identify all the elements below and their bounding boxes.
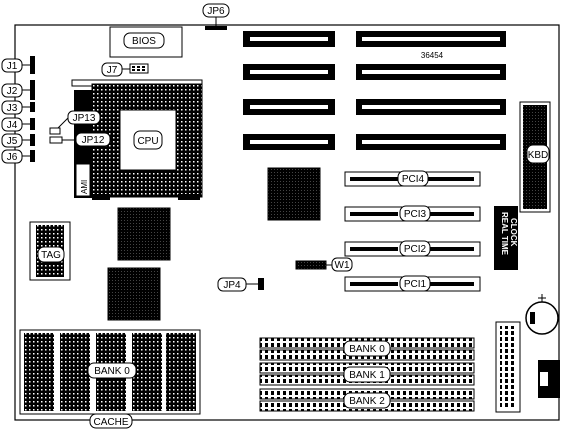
pci1-label: PCI1 [404, 279, 427, 290]
j6-label: J6 [7, 152, 18, 163]
chipset-chip-2 [117, 207, 171, 261]
bank1-label: BANK 1 [349, 370, 385, 381]
w1-jumper: W1 [295, 257, 353, 272]
tag-label: TAG [41, 250, 61, 261]
bank1-simm: BANK 1 [259, 362, 475, 386]
j1-connector: J1 [1, 56, 35, 74]
pci-slots: PCI4 PCI3 PCI2 PCI1 [344, 170, 481, 292]
pci2-label: PCI2 [404, 244, 427, 255]
pci1-slot: PCI1 [344, 275, 481, 292]
bank0-simm: BANK 0 [259, 337, 475, 361]
chipset-chip-3 [107, 267, 161, 321]
j7-label: J7 [107, 65, 118, 76]
w1-label: W1 [335, 260, 350, 271]
j1-label: J1 [7, 61, 18, 72]
isa-slots: 36454 [243, 31, 506, 150]
pci4-label: PCI4 [402, 174, 425, 185]
jp12-label: JP12 [82, 135, 105, 146]
jp4-label: JP4 [223, 280, 241, 291]
j2-connector: J2 [1, 80, 35, 100]
jp6-label: JP6 [207, 6, 225, 17]
j7-jumper: J7 [101, 62, 149, 77]
j3-connector: J3 [1, 100, 35, 115]
external-connector [538, 360, 560, 398]
kbd-connector: KBD [519, 101, 551, 213]
memory-banks: BANK 0 BANK 1 BANK 2 [259, 337, 475, 412]
bank0-label: BANK 0 [349, 344, 385, 355]
battery [525, 294, 559, 335]
chipset-chip-1 [267, 167, 321, 221]
j5-label: J5 [7, 136, 18, 147]
cache-bank0-label: BANK 0 [94, 366, 130, 377]
j2-label: J2 [7, 86, 18, 97]
board-outline [14, 24, 560, 421]
j4-connector: J4 [1, 117, 35, 132]
cache-bank: BANK 0 CACHE [19, 329, 201, 429]
power-connector [495, 321, 521, 413]
bios-label: BIOS [132, 36, 156, 47]
jp13-label: JP13 [73, 113, 96, 124]
ami-label: AMI [80, 180, 89, 194]
tag-chip: TAG [29, 221, 71, 281]
pci4-slot: PCI4 [344, 170, 481, 187]
pci3-slot: PCI3 [344, 205, 481, 222]
j4-label: J4 [7, 120, 18, 131]
slot-code-label: 36454 [421, 51, 444, 60]
cache-label: CACHE [93, 417, 128, 428]
pci2-slot: PCI2 [344, 240, 481, 257]
j3-label: J3 [7, 103, 18, 114]
cpu-label: CPU [137, 136, 158, 147]
real-time-clock: REAL TIME CLOCK [494, 206, 518, 270]
rtc-label-line1: REAL TIME [500, 212, 509, 256]
bios-chip: BIOS [109, 26, 183, 58]
jp4-jumper: JP4 [217, 277, 264, 292]
jp6-jumper: JP6 [202, 3, 230, 30]
bank2-label: BANK 2 [349, 396, 385, 407]
jp13-jumper: JP13 [49, 110, 101, 135]
j6-connector: J6 [1, 149, 35, 164]
rtc-label-line2: CLOCK [509, 218, 518, 247]
j5-connector: J5 [1, 133, 35, 148]
bank2-simm: BANK 2 [259, 388, 475, 412]
kbd-label: KBD [528, 150, 549, 161]
pci3-label: PCI3 [404, 209, 427, 220]
jp12-jumper: JP12 [49, 132, 111, 147]
left-connectors: J1 J2 J3 J4 J5 [1, 56, 35, 164]
